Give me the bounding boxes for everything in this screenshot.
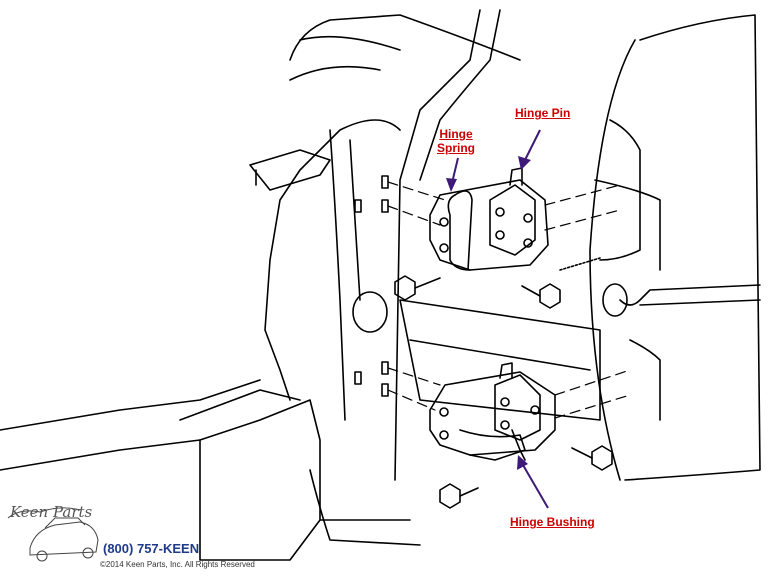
mounting-tabs xyxy=(354,175,389,397)
hinge-spring-label-line2: Spring xyxy=(437,141,475,155)
hinge-bushing-label[interactable]: Hinge Bushing xyxy=(510,515,595,529)
brand-logo-text: Keen Parts xyxy=(10,503,93,521)
hinge-spring-label[interactable]: Hinge Spring xyxy=(437,127,475,155)
upper-hinge xyxy=(429,167,549,271)
phone-number: (800) 757-KEEN xyxy=(103,541,200,556)
access-hole xyxy=(352,291,388,333)
body-pillar xyxy=(249,9,521,481)
lower-body xyxy=(0,299,601,561)
copyright-text: ©2014 Keen Parts, Inc. All Rights Reserv… xyxy=(100,560,255,569)
hinge-pin-label[interactable]: Hinge Pin xyxy=(515,106,571,120)
hinge-spring-label-line1: Hinge xyxy=(439,127,473,141)
logo-car-icon xyxy=(7,507,99,562)
door-shell xyxy=(589,14,761,481)
alignment-lines xyxy=(387,181,631,419)
callout-arrows xyxy=(446,129,549,509)
bolts xyxy=(394,257,613,509)
lower-hinge xyxy=(429,362,556,461)
